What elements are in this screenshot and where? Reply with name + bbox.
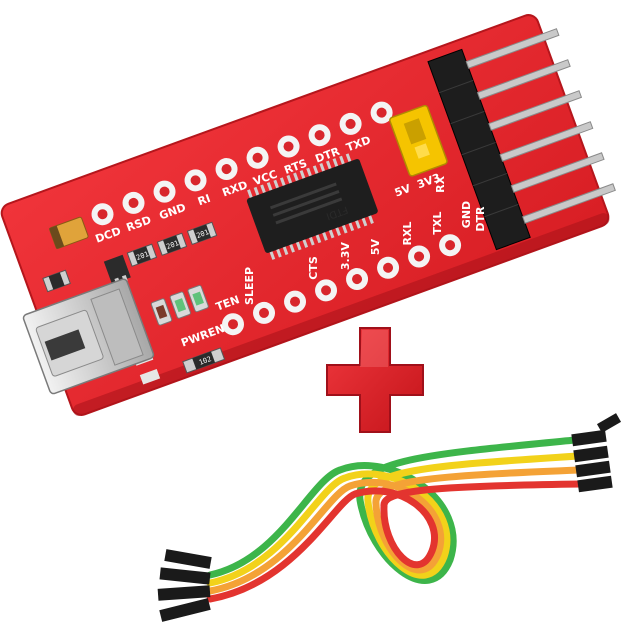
label-edge-gnd: GND [460, 201, 473, 228]
cable-connectors-left [157, 549, 212, 622]
resistor-code-4: 102 [198, 355, 213, 367]
label-ri: RI [196, 192, 212, 209]
mini-usb-port[interactable] [22, 278, 155, 395]
voltage-jumper[interactable] [389, 104, 448, 177]
label-cts: CTS [307, 256, 320, 280]
ftdi-chip: FTDI [246, 153, 378, 260]
label-sleep: SLEEP [243, 267, 256, 305]
lower-pad-row [222, 234, 462, 336]
cable-connectors-right [571, 413, 622, 493]
label-rxl: RXL [401, 222, 414, 246]
label-txl: TXL [431, 212, 444, 235]
top-pad-row [91, 101, 393, 226]
label-edge-dtr: DTR [474, 206, 487, 232]
label-jumper-5v: 5V [393, 182, 413, 200]
label-edge-rx: RX [434, 175, 447, 192]
label-5v: 5V [369, 238, 382, 255]
plus-icon [326, 327, 424, 433]
resistor-code-2: 201 [165, 239, 180, 251]
dupont-jumper-cable [206, 436, 586, 603]
pin-header[interactable] [427, 17, 620, 251]
resistor-code-3: 201 [195, 228, 210, 240]
resistor-code-1: 201 [135, 250, 150, 262]
label-3v3: 3.3V [339, 242, 352, 270]
status-leds [150, 284, 209, 326]
ftdi-adapter-board: DCD RSD GND RI RXD VCC RTS DTR TXD [0, 14, 620, 417]
